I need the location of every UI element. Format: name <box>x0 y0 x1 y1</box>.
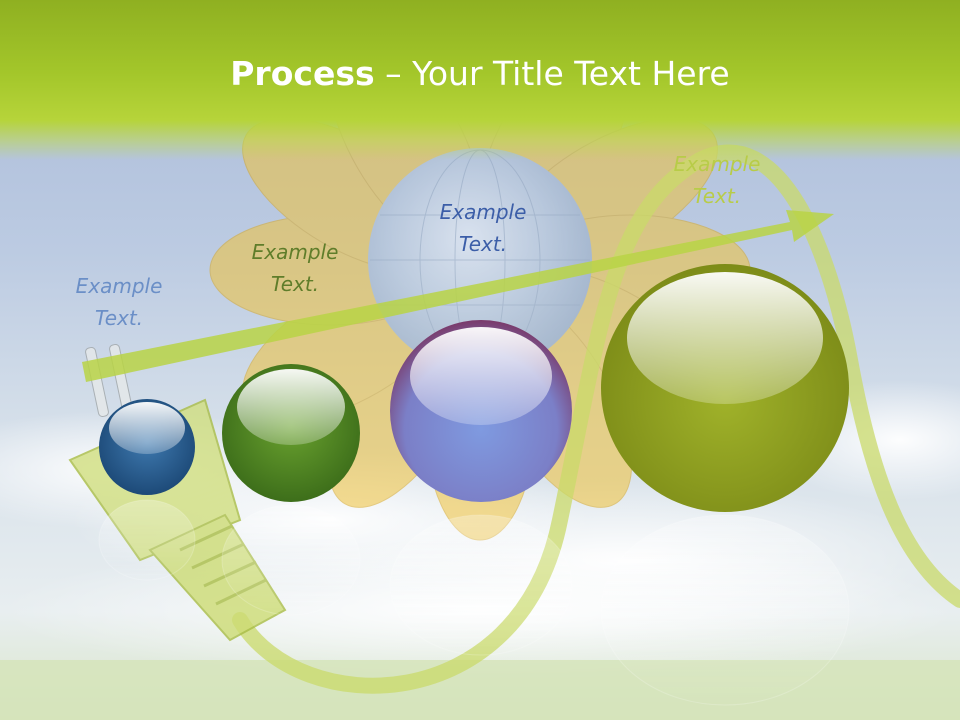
title-rest: – Your Title Text Here <box>374 54 730 93</box>
sphere-reflections <box>98 499 850 706</box>
step-4-label: Example Text. <box>642 148 792 212</box>
step-2-label: Example Text. <box>220 236 370 300</box>
step-2-line2: Text. <box>270 272 320 296</box>
sphere-step-2 <box>222 364 360 502</box>
sphere-step-4 <box>601 264 849 512</box>
slide-title: Process – Your Title Text Here <box>0 52 960 96</box>
title-band <box>0 0 960 160</box>
step-3-line1: Example <box>439 200 527 224</box>
sphere-step-3 <box>390 320 572 502</box>
step-1-label: Example Text. <box>44 270 194 334</box>
step-3-label: Example Text. <box>408 196 558 260</box>
step-2-line1: Example <box>251 240 339 264</box>
step-4-line2: Text. <box>692 184 742 208</box>
power-cable <box>232 144 960 694</box>
progress-arrow-icon <box>82 210 834 382</box>
step-1-line1: Example <box>75 274 163 298</box>
sphere-step-1 <box>99 399 195 495</box>
step-4-line1: Example <box>673 152 761 176</box>
title-bold: Process <box>230 54 375 93</box>
step-1-line2: Text. <box>94 306 144 330</box>
step-3-line2: Text. <box>458 232 508 256</box>
